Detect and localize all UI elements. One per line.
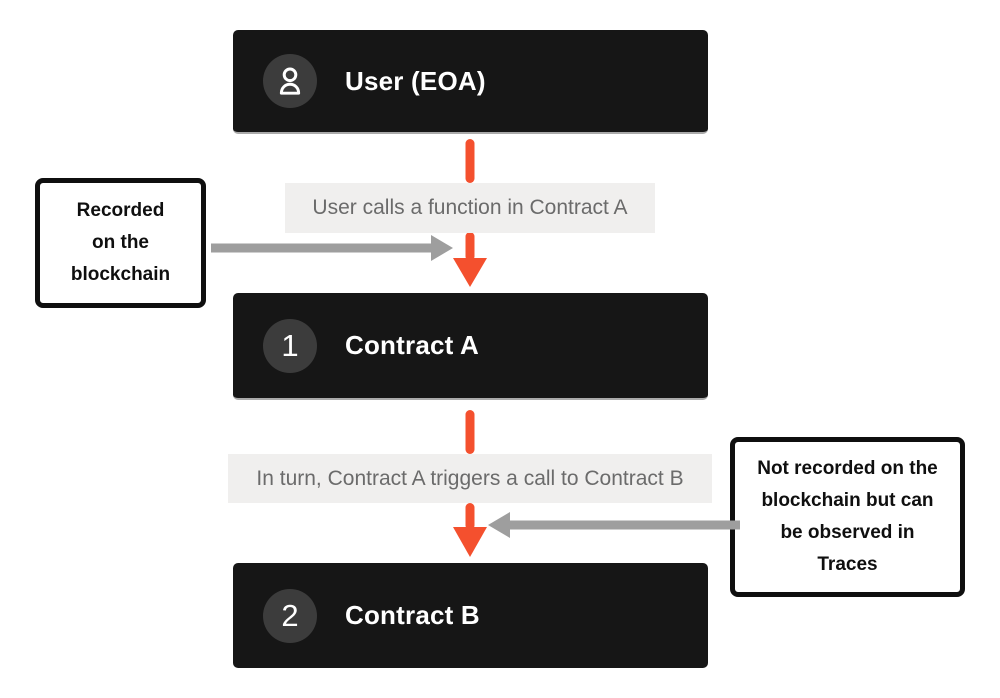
node-contract-a: 1 Contract A xyxy=(233,293,708,400)
step-2-badge: 2 xyxy=(263,588,317,643)
user-avatar-badge xyxy=(263,54,317,108)
user-icon xyxy=(273,64,307,98)
arrow-down-icon-user-to-a xyxy=(453,139,487,287)
node-user-eoa: User (EOA) xyxy=(233,30,708,134)
node-title-contract-a: Contract A xyxy=(345,330,479,360)
arrow-right-icon-note-left xyxy=(211,235,453,261)
arrow-left-icon-note-right xyxy=(488,512,740,538)
step-1-badge: 1 xyxy=(263,318,317,373)
edge-label-user-calls-a: User calls a function in Contract A xyxy=(285,183,655,233)
node-contract-b: 2 Contract B xyxy=(233,563,708,668)
note-not-recorded-traces: Not recorded on the blockchain but can b… xyxy=(730,437,965,597)
note-recorded-on-blockchain: Recorded on the blockchain xyxy=(35,178,206,308)
node-title-user-eoa: User (EOA) xyxy=(345,65,486,96)
node-title-contract-b: Contract B xyxy=(345,600,480,630)
edge-label-a-triggers-b: In turn, Contract A triggers a call to C… xyxy=(228,454,712,503)
arrow-down-icon-a-to-b xyxy=(453,410,487,557)
